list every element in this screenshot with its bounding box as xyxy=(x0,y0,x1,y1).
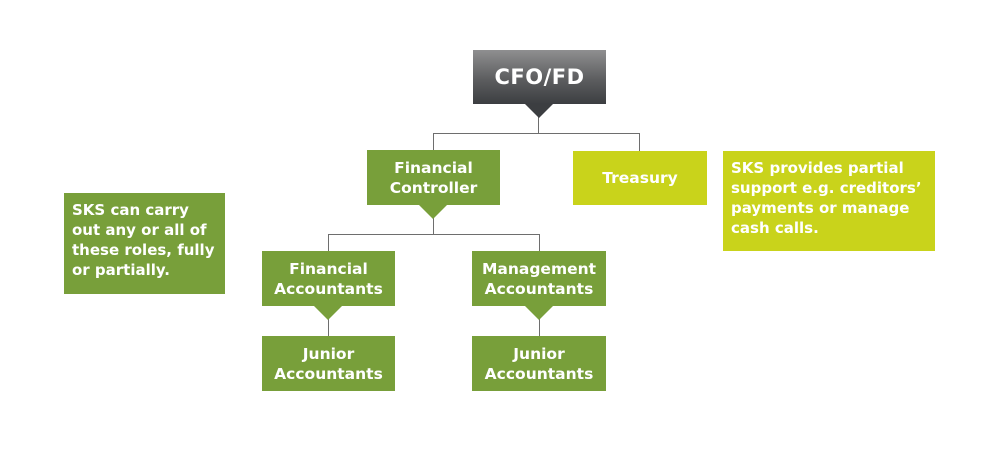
financial-controller-pointer xyxy=(419,205,447,219)
connector-ma-to-junior xyxy=(539,306,540,336)
note-sks-partial-support: SKS provides partial support e.g. credit… xyxy=(723,151,935,251)
connector-level1-horizontal xyxy=(433,133,640,134)
node-treasury: Treasury xyxy=(573,151,707,205)
note-sks-roles: SKS can carry out any or all of these ro… xyxy=(64,193,225,294)
node-financial-accountants: Financial Accountants xyxy=(262,251,395,306)
connector-cfo-down xyxy=(538,104,539,134)
connector-fc-down xyxy=(433,205,434,235)
node-cfo-fd: CFO/FD xyxy=(473,50,606,104)
connector-level2-horizontal xyxy=(328,234,540,235)
node-management-accountants: Management Accountants xyxy=(472,251,606,306)
management-accountants-pointer xyxy=(525,306,553,320)
connector-to-management-accountants xyxy=(539,234,540,251)
connector-fa-to-junior xyxy=(328,306,329,336)
connector-to-financial-accountants xyxy=(328,234,329,251)
connector-to-financial-controller xyxy=(433,133,434,150)
cfo-pointer xyxy=(525,104,553,118)
connector-to-treasury xyxy=(639,133,640,151)
node-junior-accountants-right: Junior Accountants xyxy=(472,336,606,391)
node-financial-controller: Financial Controller xyxy=(367,150,500,205)
node-junior-accountants-left: Junior Accountants xyxy=(262,336,395,391)
financial-accountants-pointer xyxy=(314,306,342,320)
